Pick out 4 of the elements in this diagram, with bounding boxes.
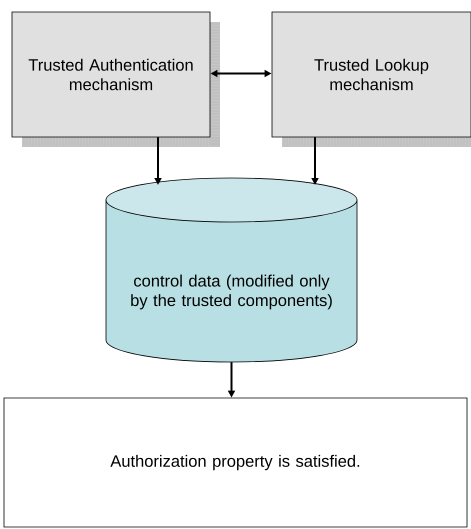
process-box: Trusted Lookup mechanism [272, 12, 471, 148]
result-box: Authorization property is satisfied. [4, 398, 468, 528]
process-box: Trusted Authentication mechanism [12, 12, 220, 148]
database-cylinder: control data (modified only by the trusted components) [106, 178, 358, 362]
